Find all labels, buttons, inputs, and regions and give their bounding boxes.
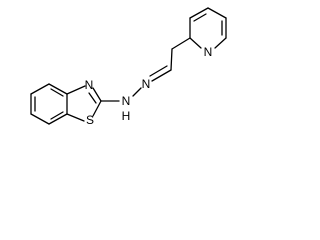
- double-bond-inner: [193, 13, 207, 22]
- double-bond-inner: [88, 92, 97, 104]
- bond: [48, 83, 68, 95]
- hydrazone-nitrogen-label: N: [142, 77, 151, 91]
- double-bond-inner: [149, 65, 168, 77]
- bond: [48, 113, 68, 125]
- bond: [151, 69, 172, 82]
- thiazole-ring: [66, 85, 102, 122]
- bond: [170, 48, 173, 71]
- hydrazone-linker: [100, 48, 173, 102]
- bond: [30, 113, 50, 125]
- bond: [30, 83, 50, 95]
- bond: [66, 85, 86, 95]
- hydrazine-nitrogen-label: N: [122, 94, 131, 108]
- bond: [92, 87, 102, 102]
- bond: [132, 87, 142, 97]
- pyridine-ring: [171, 7, 227, 50]
- thiazole-sulfur-label: S: [86, 113, 94, 127]
- bond: [189, 7, 209, 19]
- benzene-ring: [30, 83, 68, 125]
- bond: [66, 113, 85, 122]
- hydrazine-hydrogen-label: H: [122, 109, 131, 123]
- double-bond-inner: [50, 88, 64, 97]
- double-bond-inner: [50, 111, 64, 120]
- pyridine-nitrogen-label: N: [204, 45, 213, 59]
- molecule-drawing: N S N H N N: [30, 7, 227, 127]
- bond: [214, 37, 227, 49]
- structure-canvas: N S N H N N: [0, 0, 246, 148]
- bond: [189, 37, 202, 49]
- bond: [92, 100, 102, 117]
- thiazole-nitrogen-label: N: [85, 78, 94, 92]
- bond: [207, 7, 227, 19]
- bond: [171, 37, 191, 50]
